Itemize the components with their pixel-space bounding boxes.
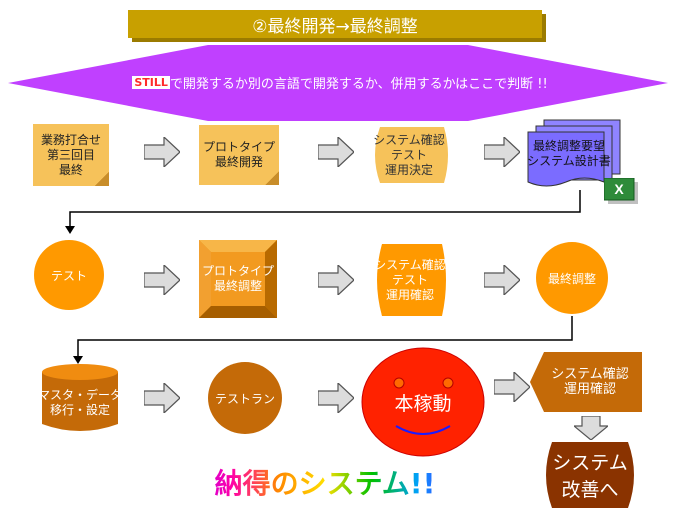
step-meeting-line2: 第三回目 xyxy=(46,147,95,162)
step-master-data-line1: マスタ・データ xyxy=(37,388,122,402)
step-system-check: システム確認 テスト 運用決定 xyxy=(366,125,452,185)
step-requirements: 最終調整要望 システム設計書 xyxy=(526,136,612,172)
row-connector-1 xyxy=(65,190,581,234)
step-system-check-3-line2: 運用確認 xyxy=(563,382,616,397)
prototype-adjust-bevel xyxy=(199,240,277,318)
still-label: STILL xyxy=(132,75,170,89)
step-prototype-dev-line1: プロトタイプ xyxy=(202,140,275,154)
step-test-label: テスト xyxy=(50,268,87,283)
gray-arrow-icon xyxy=(318,137,354,167)
gray-arrow-icon xyxy=(484,137,520,167)
gray-arrow-icon xyxy=(144,265,180,295)
title-text: ②最終開発→最終調整 xyxy=(252,16,418,37)
improve-system-shape xyxy=(546,442,634,508)
database-cylinder-icon xyxy=(42,364,118,431)
step-meeting-line1: 業務打合せ xyxy=(40,132,101,147)
step-system-check-2: システム確認 テスト 運用確認 xyxy=(368,242,452,318)
step-prototype-adjust: プロトタイプ 最終調整 xyxy=(199,240,277,318)
step-prototype-adjust-line2: 最終調整 xyxy=(213,279,262,293)
step-meeting-line3: 最終 xyxy=(58,162,83,177)
step-test-circle: テスト xyxy=(34,240,104,310)
step-go-live-label: 本稼動 xyxy=(394,392,452,415)
step-prototype-dev-line2: 最終開発 xyxy=(214,155,263,169)
step-test-run-label: テストラン xyxy=(214,391,275,406)
step-master-data-line2: 移行・設定 xyxy=(49,403,110,417)
step-system-check-2-line1: システム確認 xyxy=(374,257,446,272)
step-system-check-2-line2: テスト xyxy=(391,272,428,287)
step-go-live: 本稼動 xyxy=(370,388,476,416)
smiley-face-icon xyxy=(361,347,485,457)
step-improve-system-line2: 改善へ xyxy=(561,479,619,501)
excel-icon: X xyxy=(604,178,638,204)
step-master-data: マスタ・データ 移行・設定 xyxy=(36,378,124,428)
down-arrow-icon xyxy=(574,416,608,440)
banner-text: STILL で開発するか別の言語で開発するか、併用するかはここで判断 !! xyxy=(90,70,590,94)
step-system-check-2-line3: 運用確認 xyxy=(385,287,434,302)
gray-arrow-icon xyxy=(318,383,354,413)
banner-message: で開発するか別の言語で開発するか、併用するかはここで判断 !! xyxy=(169,76,548,92)
step-final-adjust-label: 最終調整 xyxy=(547,271,596,286)
step-test-run-circle: テストラン xyxy=(208,362,282,434)
step-system-check-3: システム確認 運用確認 xyxy=(538,352,642,412)
gray-arrow-icon xyxy=(144,137,180,167)
svg-text:X: X xyxy=(614,181,624,197)
step-prototype-dev-note: プロトタイプ 最終開発 xyxy=(199,125,279,185)
system-check-3-shape xyxy=(530,352,642,412)
step-requirements-line1: 最終調整要望 xyxy=(532,139,605,153)
step-improve-system: システム 改善へ xyxy=(540,446,640,504)
step-final-adjust-circle: 最終調整 xyxy=(536,242,608,314)
gray-arrow-icon xyxy=(484,265,520,295)
step-prototype-adjust-line1: プロトタイプ xyxy=(201,264,274,278)
footer-slogan: 納得のシステム!! xyxy=(185,462,465,502)
row-connector-2 xyxy=(73,316,573,364)
step-requirements-line2: システム設計書 xyxy=(527,154,611,168)
system-check-2-shape xyxy=(377,244,446,316)
footer-slogan-text: 納得のシステム!! xyxy=(214,467,436,500)
gray-arrow-icon xyxy=(318,265,354,295)
step-system-check-line2: テスト xyxy=(390,147,427,162)
step-meeting-note: 業務打合せ 第三回目 最終 xyxy=(33,124,109,186)
step-improve-system-line1: システム xyxy=(552,452,628,474)
title-bar: ②最終開発→最終調整 xyxy=(128,10,542,38)
decision-banner xyxy=(8,45,668,121)
gray-arrow-icon xyxy=(494,372,530,402)
step-system-check-3-line1: システム確認 xyxy=(551,367,629,382)
gray-arrow-icon xyxy=(144,383,180,413)
step-system-check-line1: システム確認 xyxy=(373,132,445,147)
step-system-check-line3: 運用決定 xyxy=(384,162,433,177)
system-check-shape xyxy=(375,127,448,183)
document-stack-icon xyxy=(527,119,621,187)
